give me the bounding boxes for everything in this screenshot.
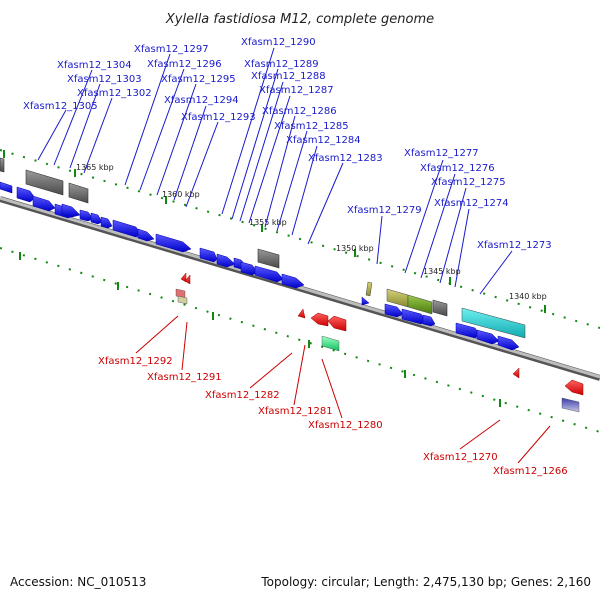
gene-label[interactable]: Xfasm12_1288 [251, 71, 326, 82]
gene-label[interactable]: Xfasm12_1285 [274, 121, 349, 132]
gene-label[interactable]: Xfasm12_1266 [493, 466, 568, 477]
reverse-gene-arrows [180, 272, 584, 396]
accession-text: Accession: NC_010513 [10, 575, 146, 589]
gene-label[interactable]: Xfasm12_1302 [77, 88, 152, 99]
reverse-small-blocks [175, 288, 580, 413]
tick-label: 1340 kbp [509, 292, 547, 301]
gene-label[interactable]: Xfasm12_1284 [286, 135, 361, 146]
gene-label[interactable]: Xfasm12_1292 [98, 356, 173, 367]
map-title: Xylella fastidiosa M12, complete genome [165, 12, 434, 27]
gene-label[interactable]: Xfasm12_1293 [181, 112, 256, 123]
gene-label[interactable]: Xfasm12_1286 [262, 106, 337, 117]
gene-label[interactable]: Xfasm12_1305 [23, 101, 98, 112]
gene-label[interactable]: Xfasm12_1273 [477, 240, 552, 251]
forward-gene-labels: Xfasm12_1305 Xfasm12_1304 Xfasm12_1303 X… [23, 37, 552, 251]
reverse-gene-labels: Xfasm12_1292 Xfasm12_1291 Xfasm12_1282 X… [98, 356, 568, 477]
gene-label[interactable]: Xfasm12_1304 [57, 60, 132, 71]
tick-label: 1345 kbp [423, 267, 461, 276]
gene-label[interactable]: Xfasm12_1277 [404, 148, 479, 159]
gene-label[interactable]: Xfasm12_1291 [147, 372, 222, 383]
genome-backbone [0, 196, 600, 381]
gene-label[interactable]: Xfasm12_1290 [241, 37, 316, 48]
tick-label: 1350 kbp [336, 244, 374, 253]
feature-blocks [365, 281, 526, 339]
gene-label[interactable]: Xfasm12_1297 [134, 44, 209, 55]
gene-label[interactable]: Xfasm12_1287 [259, 85, 334, 96]
gene-label[interactable]: Xfasm12_1283 [308, 153, 383, 164]
gene-label[interactable]: Xfasm12_1282 [205, 390, 280, 401]
gene-label[interactable]: Xfasm12_1275 [431, 177, 506, 188]
lower-scale-track [0, 247, 600, 433]
upper-scale-track [0, 149, 600, 329]
reverse-leader-lines [135, 315, 551, 464]
grey-gene-blocks [0, 157, 448, 317]
gene-label[interactable]: Xfasm12_1280 [308, 420, 383, 431]
gene-label[interactable]: Xfasm12_1274 [434, 198, 509, 209]
gene-label[interactable]: Xfasm12_1289 [244, 59, 319, 70]
gene-label[interactable]: Xfasm12_1279 [347, 205, 422, 216]
tick-label: 1360 kbp [162, 190, 200, 199]
forward-gene-arrows [0, 181, 520, 351]
forward-leader-lines [37, 47, 513, 295]
tick-label: 1355 kbp [249, 218, 287, 227]
gene-label[interactable]: Xfasm12_1270 [423, 452, 498, 463]
gene-label[interactable]: Xfasm12_1294 [164, 95, 239, 106]
topology-text: Topology: circular; Length: 2,475,130 bp… [260, 575, 591, 589]
gene-label[interactable]: Xfasm12_1276 [420, 163, 495, 174]
gene-label[interactable]: Xfasm12_1303 [67, 74, 142, 85]
gene-label[interactable]: Xfasm12_1296 [147, 59, 222, 70]
gene-label[interactable]: Xfasm12_1281 [258, 406, 333, 417]
gene-label[interactable]: Xfasm12_1295 [161, 74, 236, 85]
major-ticks [3, 150, 546, 407]
tick-label: 1365 kbp [76, 163, 114, 172]
